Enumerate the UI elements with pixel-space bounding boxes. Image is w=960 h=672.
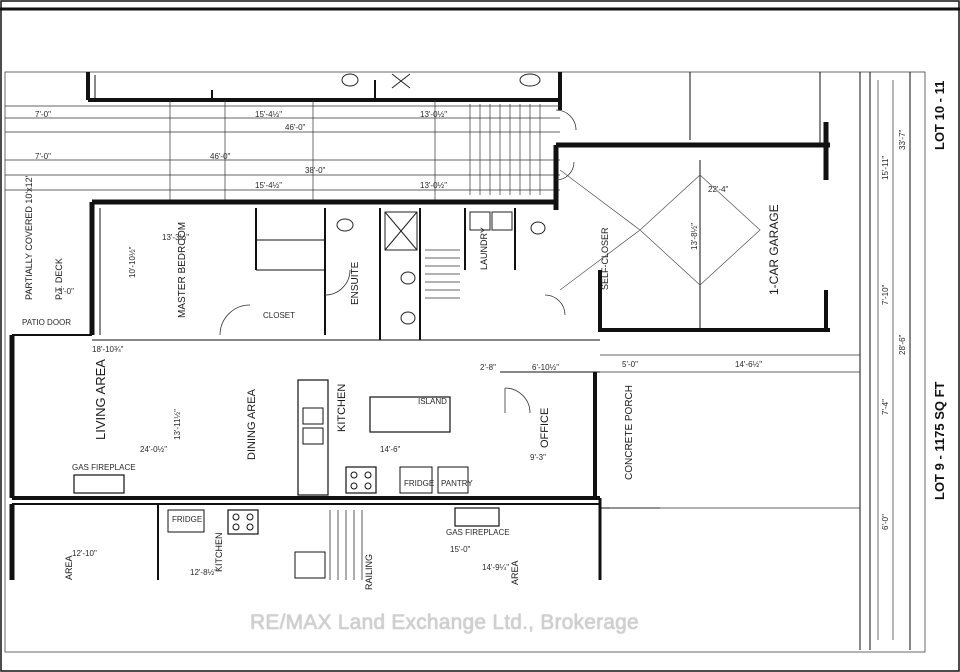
dim-14-9: 14'-9¼" bbox=[482, 563, 509, 572]
dim-13-11: 13'-11½" bbox=[173, 409, 182, 440]
dim-15-4-top: 15'-4½" bbox=[255, 110, 282, 119]
lower-unit-walls bbox=[9, 504, 500, 580]
dim-10-10: 10'-10½" bbox=[128, 246, 137, 278]
drawing-border bbox=[4, 71, 926, 653]
patio-door-label: PATIO DOOR bbox=[22, 318, 71, 327]
area-lower-label: AREA bbox=[64, 555, 74, 580]
dim-13-3: 13'-3½" bbox=[162, 233, 189, 242]
dim-9-3: 9'-3" bbox=[530, 453, 546, 462]
fridge-lower-label: FRIDGE bbox=[172, 515, 202, 524]
ensuite-label: ENSUITE bbox=[350, 261, 361, 305]
kitchen-counters bbox=[73, 379, 469, 496]
dining-area-label: DINING AREA bbox=[246, 388, 258, 460]
door-swings bbox=[219, 109, 577, 414]
upper-fixtures bbox=[341, 73, 541, 89]
dim-7-4: 7'-4" bbox=[881, 399, 890, 415]
gas-fireplace-label: GAS FIREPLACE bbox=[72, 463, 136, 472]
dim-6-0: 6'-0" bbox=[881, 514, 890, 530]
dim-6-10: 6'-10½" bbox=[532, 363, 559, 372]
dim-7-10: 7'-10" bbox=[881, 284, 890, 305]
garage-walls bbox=[553, 72, 911, 650]
dim-15-0: 15'-0" bbox=[450, 545, 471, 554]
dim-13-0-mid: 13'-0½" bbox=[420, 181, 447, 190]
dim-14-6-r: 14'-6½" bbox=[735, 360, 762, 369]
side-dimension-lines bbox=[600, 80, 894, 640]
dim-13-0-top: 13'-0½" bbox=[420, 110, 447, 119]
lot-upper-label: LOT 10 - 11 bbox=[932, 81, 947, 150]
dim-3-0: 3'-0" bbox=[58, 287, 74, 296]
master-bedroom-label: MASTER BEDROOM bbox=[177, 222, 188, 318]
dim-7-0-b: 7'-0" bbox=[35, 152, 51, 161]
office-label: OFFICE bbox=[539, 408, 551, 448]
partially-covered-label: PARTIALLY COVERED 10'x12' bbox=[24, 175, 34, 300]
gas-fireplace-lower-label: GAS FIREPLACE bbox=[446, 528, 510, 537]
kitchen-label: KITCHEN bbox=[336, 384, 348, 432]
bath-fixtures bbox=[336, 211, 546, 325]
pantry-label: PANTRY bbox=[441, 479, 473, 488]
laundry-label: LAUNDRY bbox=[479, 227, 489, 270]
dim-7-0-a: 7'-0" bbox=[35, 110, 51, 119]
dim-28-6: 28'-6" bbox=[898, 334, 907, 355]
closet-label: CLOSET bbox=[263, 311, 295, 320]
area-lower-label-2: AREA bbox=[510, 560, 520, 585]
lot-lower-label: LOT 9 - 1175 SQ FT bbox=[932, 381, 947, 500]
dim-2-8: 2'-8" bbox=[480, 363, 496, 372]
self-closer-label: SELF-CLOSER bbox=[600, 227, 610, 290]
living-area-label: LIVING AREA bbox=[93, 359, 108, 440]
fridge-label: FRIDGE bbox=[404, 479, 434, 488]
island-label: ISLAND bbox=[418, 397, 447, 406]
dim-12-10: 12'-10" bbox=[72, 549, 97, 558]
stairs bbox=[425, 249, 460, 299]
dim-13-8: 13'-8½" bbox=[690, 223, 699, 250]
garage-roof-lines bbox=[559, 169, 761, 291]
middle-unit-walls bbox=[9, 199, 600, 500]
dim-18-10: 18'-10¾" bbox=[92, 345, 124, 354]
dim-12-8: 12'-8½" bbox=[190, 568, 217, 577]
dim-14-6: 14'-6" bbox=[380, 445, 401, 454]
dim-46-mid: 46'-0" bbox=[210, 152, 231, 161]
kitchen-lower-label: KITCHEN bbox=[214, 532, 224, 572]
garage-label: 1-CAR GARAGE bbox=[767, 204, 781, 295]
brokerage-watermark: RE/MAX Land Exchange Ltd., Brokerage bbox=[250, 611, 639, 634]
dim-15-4-mid: 15'-4½" bbox=[255, 181, 282, 190]
upper-unit-walls bbox=[86, 72, 562, 110]
dim-5-0: 5'-0" bbox=[622, 360, 638, 369]
dim-33-7: 33'-7" bbox=[898, 129, 907, 150]
concrete-porch-label: CONCRETE PORCH bbox=[624, 385, 635, 480]
dim-22-4: 22'-4" bbox=[708, 185, 729, 194]
lower-stairs bbox=[329, 510, 363, 580]
dim-15-11: 15'-11" bbox=[881, 156, 890, 180]
dim-38: 38'-0" bbox=[305, 166, 326, 175]
dim-46-top: 46'-0" bbox=[285, 123, 306, 132]
dim-24-0: 24'-0½" bbox=[140, 445, 167, 454]
top-dimension-lines bbox=[5, 100, 560, 200]
deck-label: P.T. DECK bbox=[54, 258, 64, 300]
railing-label: RAILING bbox=[364, 554, 374, 590]
deck-stairs bbox=[469, 104, 541, 195]
